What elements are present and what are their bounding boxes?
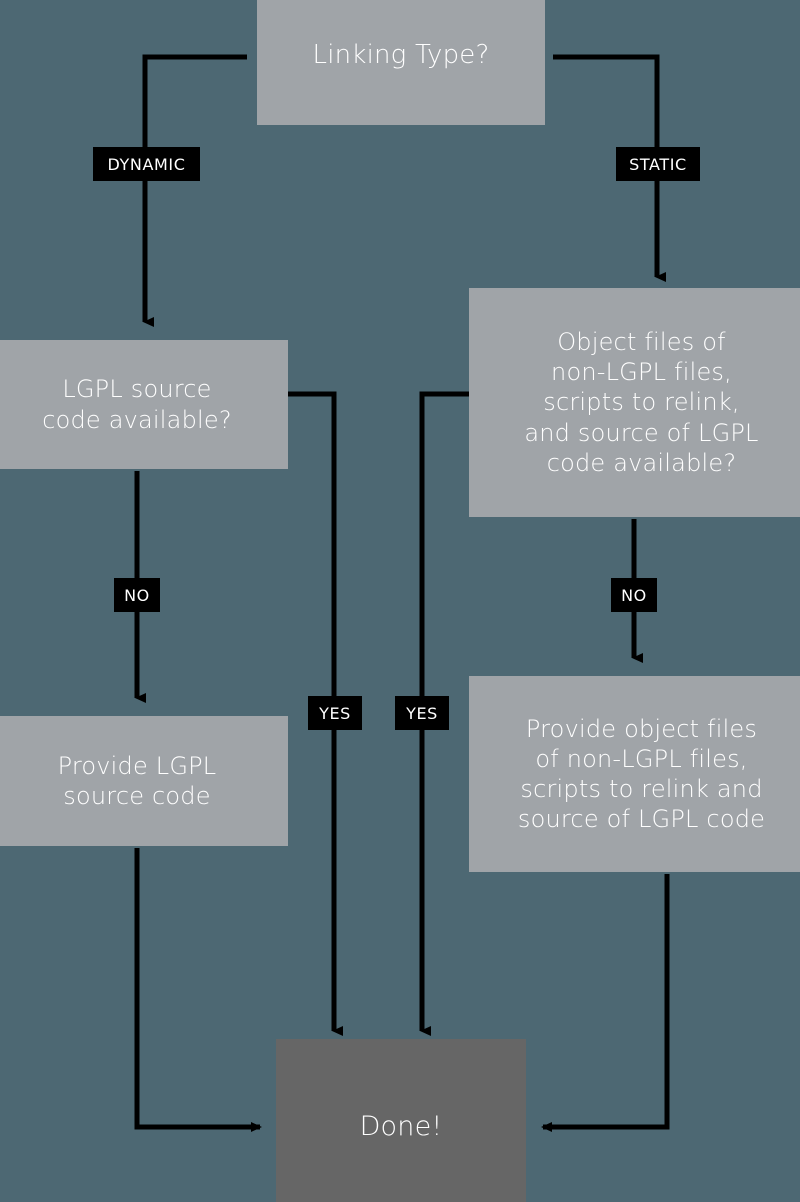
edge-label-no-right: NO [611, 578, 657, 612]
edge-label-dynamic: DYNAMIC [93, 147, 200, 181]
node-object-files-available[interactable]: Object files of non-LGPL files, scripts … [469, 288, 800, 517]
node-provide-object-files[interactable]: Provide object files of non-LGPL files, … [469, 676, 800, 872]
connector-object-yes [419, 391, 470, 1036]
connector-provide-lgpl-done [134, 848, 262, 1132]
edge-label-yes-left: YES [308, 696, 362, 730]
connector-dynamic [142, 54, 247, 327]
connector-provide-object-done [541, 874, 670, 1132]
edge-label-static: STATIC [616, 147, 700, 181]
node-linking-type[interactable]: Linking Type? [257, 0, 545, 125]
connector-static [553, 54, 666, 282]
edge-label-yes-right: YES [395, 696, 449, 730]
node-lgpl-source-available[interactable]: LGPL source code available? [0, 340, 288, 469]
edge-label-no-left: NO [114, 578, 160, 612]
node-provide-lgpl-source[interactable]: Provide LGPL source code [0, 716, 288, 846]
node-done[interactable]: Done! [276, 1039, 526, 1202]
connector-lgpl-yes [288, 391, 343, 1036]
